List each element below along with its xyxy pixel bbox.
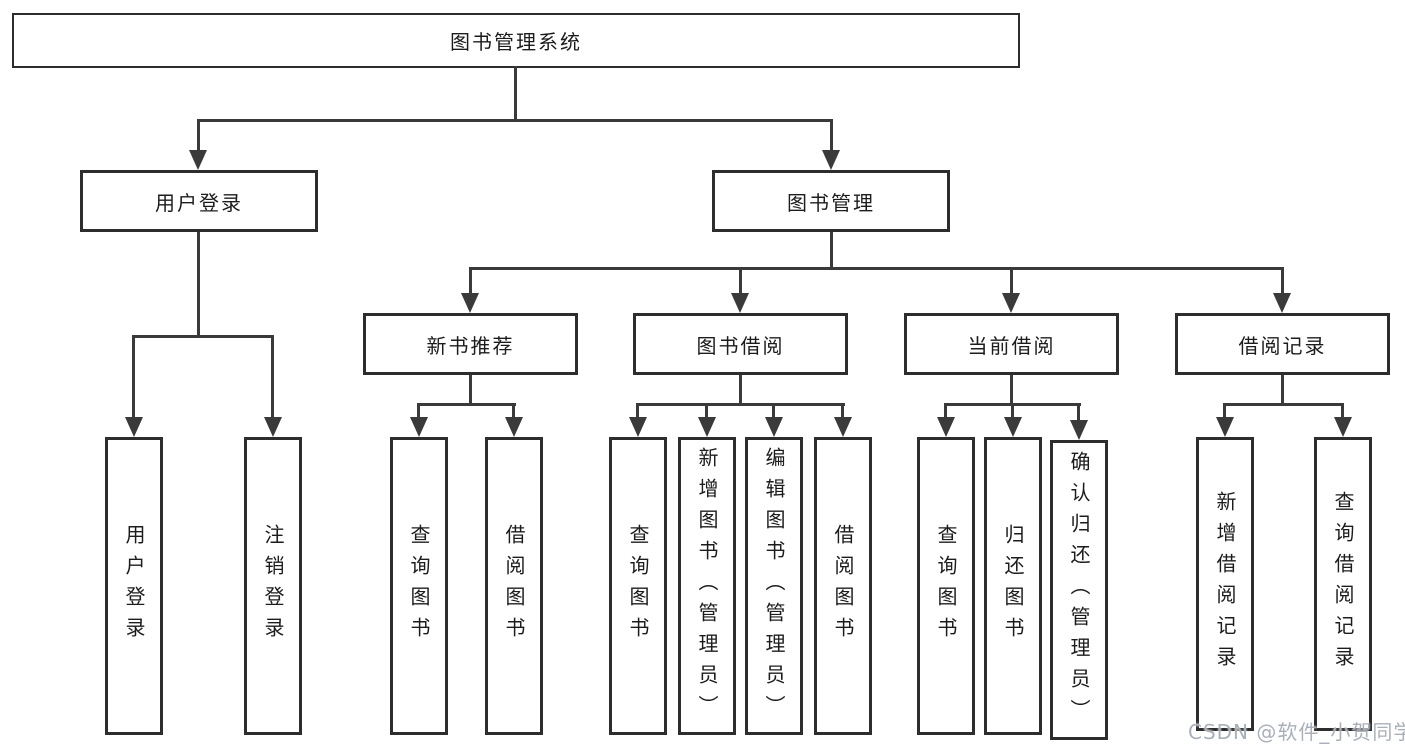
leaf-current-return-book: 归还图书 [984,437,1042,735]
leaf-borrow-edit-book-admin-label: 编辑图书（管理员） [762,446,786,726]
leaf-borrow-query-books: 查询图书 [609,437,667,735]
connector-recommend-borrow-drop [512,403,515,419]
leaf-user-login: 用户登录 [105,437,163,735]
leaf-record-query-borrow-record-label: 查询借阅记录 [1331,491,1355,677]
leaf-record-query-borrow-record: 查询借阅记录 [1314,437,1372,731]
arrowhead-current-borrow [1002,293,1020,313]
node-root-label: 图书管理系统 [450,30,582,54]
connector-record-vline [1281,375,1284,406]
arrowhead-leaf-logout [264,417,282,437]
connector-borrow-add-drop [705,403,708,419]
leaf-borrow-query-books-label: 查询图书 [626,524,650,648]
connector-record-hline [1223,403,1344,406]
connector-leaf-user-login-drop [132,335,135,421]
node-new-book-recommend-label: 新书推荐 [426,333,515,358]
node-borrow-record: 借阅记录 [1175,313,1390,375]
connector-borrow-vline [739,375,742,406]
leaf-recommend-query-books-label: 查询图书 [407,524,431,648]
leaf-borrow-add-book-admin: 新增图书（管理员） [678,437,736,735]
connector-root-hline [197,119,833,122]
leaf-recommend-borrow-books-label: 借阅图书 [502,524,526,648]
connector-current-vline [1010,375,1013,406]
connector-book-borrow-drop [739,267,742,297]
leaf-logout: 注销登录 [244,437,302,735]
connector-new-book-recommend-drop [469,267,472,297]
connector-borrow-borrow-drop [841,403,844,419]
arrowhead-record-add [1216,417,1234,437]
leaf-borrow-borrow-books: 借阅图书 [814,437,872,735]
arrowhead-book-management [822,150,840,170]
node-book-borrow: 图书借阅 [633,313,848,375]
leaf-recommend-borrow-books: 借阅图书 [485,437,543,735]
leaf-current-query-books: 查询图书 [917,437,975,735]
connector-borrow-edit-drop [772,403,775,419]
leaf-record-add-borrow-record: 新增借阅记录 [1196,437,1254,731]
connector-root-vline [514,66,517,121]
connector-current-return-drop [1011,403,1014,419]
leaf-current-return-book-label: 归还图书 [1001,524,1025,648]
node-borrow-record-label: 借阅记录 [1238,333,1327,358]
connector-current-query-drop [944,403,947,419]
arrowhead-borrow-add [698,417,716,437]
leaf-borrow-add-book-admin-label: 新增图书（管理员） [695,446,719,726]
connector-leaf-logout-drop [271,335,274,421]
node-user-login: 用户登录 [80,170,318,232]
arrowhead-borrow-borrow [834,417,852,437]
connector-book-management-vline [830,232,833,270]
connector-recommend-query-drop [417,403,420,419]
arrowhead-new-book-recommend [461,293,479,313]
leaf-recommend-query-books: 查询图书 [390,437,448,735]
node-book-management: 图书管理 [712,170,950,232]
leaf-current-confirm-return-admin: 确认归还（管理员） [1050,440,1108,740]
arrowhead-current-confirm [1070,420,1088,440]
leaf-logout-label: 注销登录 [261,524,285,648]
leaf-borrow-borrow-books-label: 借阅图书 [831,524,855,648]
arrowhead-record-query [1334,417,1352,437]
csdn-watermark: CSDN @软件_小贺同学 [1188,720,1405,744]
node-current-borrow-label: 当前借阅 [967,333,1056,358]
connector-book-management-drop [830,119,833,153]
node-current-borrow: 当前借阅 [904,313,1119,375]
arrowhead-book-borrow [731,293,749,313]
arrowhead-leaf-user-login [125,417,143,437]
connector-user-login-drop [197,119,200,153]
connector-record-query-drop [1341,403,1344,419]
arrowhead-borrow-query [629,417,647,437]
connector-borrow-query-drop [636,403,639,419]
connector-recommend-vline [469,375,472,406]
node-user-login-label: 用户登录 [155,190,243,215]
arrowhead-borrow-record [1273,293,1291,313]
node-root: 图书管理系统 [12,13,1020,68]
connector-record-add-drop [1223,403,1226,419]
leaf-borrow-edit-book-admin: 编辑图书（管理员） [745,437,803,735]
connector-recommend-hline [417,403,516,406]
arrowhead-user-login [189,150,207,170]
leaf-current-confirm-return-admin-label: 确认归还（管理员） [1067,450,1091,730]
connector-current-borrow-drop [1010,267,1013,297]
leaf-record-add-borrow-record-label: 新增借阅记录 [1213,491,1237,677]
connector-user-login-hline [132,335,274,338]
leaf-current-query-books-label: 查询图书 [934,524,958,648]
node-new-book-recommend: 新书推荐 [363,313,578,375]
connector-borrow-record-drop [1281,267,1284,297]
connector-borrow-hline [636,403,845,406]
arrowhead-recommend-query [410,417,428,437]
node-book-borrow-label: 图书借阅 [696,333,785,358]
leaf-user-login-label: 用户登录 [122,524,146,648]
arrowhead-borrow-edit [765,417,783,437]
arrowhead-recommend-borrow [505,417,523,437]
connector-user-login-vline [197,232,200,338]
node-book-management-label: 图书管理 [787,190,875,215]
connector-current-confirm-drop [1077,403,1080,422]
connector-book-management-hline [469,267,1284,270]
arrowhead-current-return [1004,417,1022,437]
arrowhead-current-query [937,417,955,437]
